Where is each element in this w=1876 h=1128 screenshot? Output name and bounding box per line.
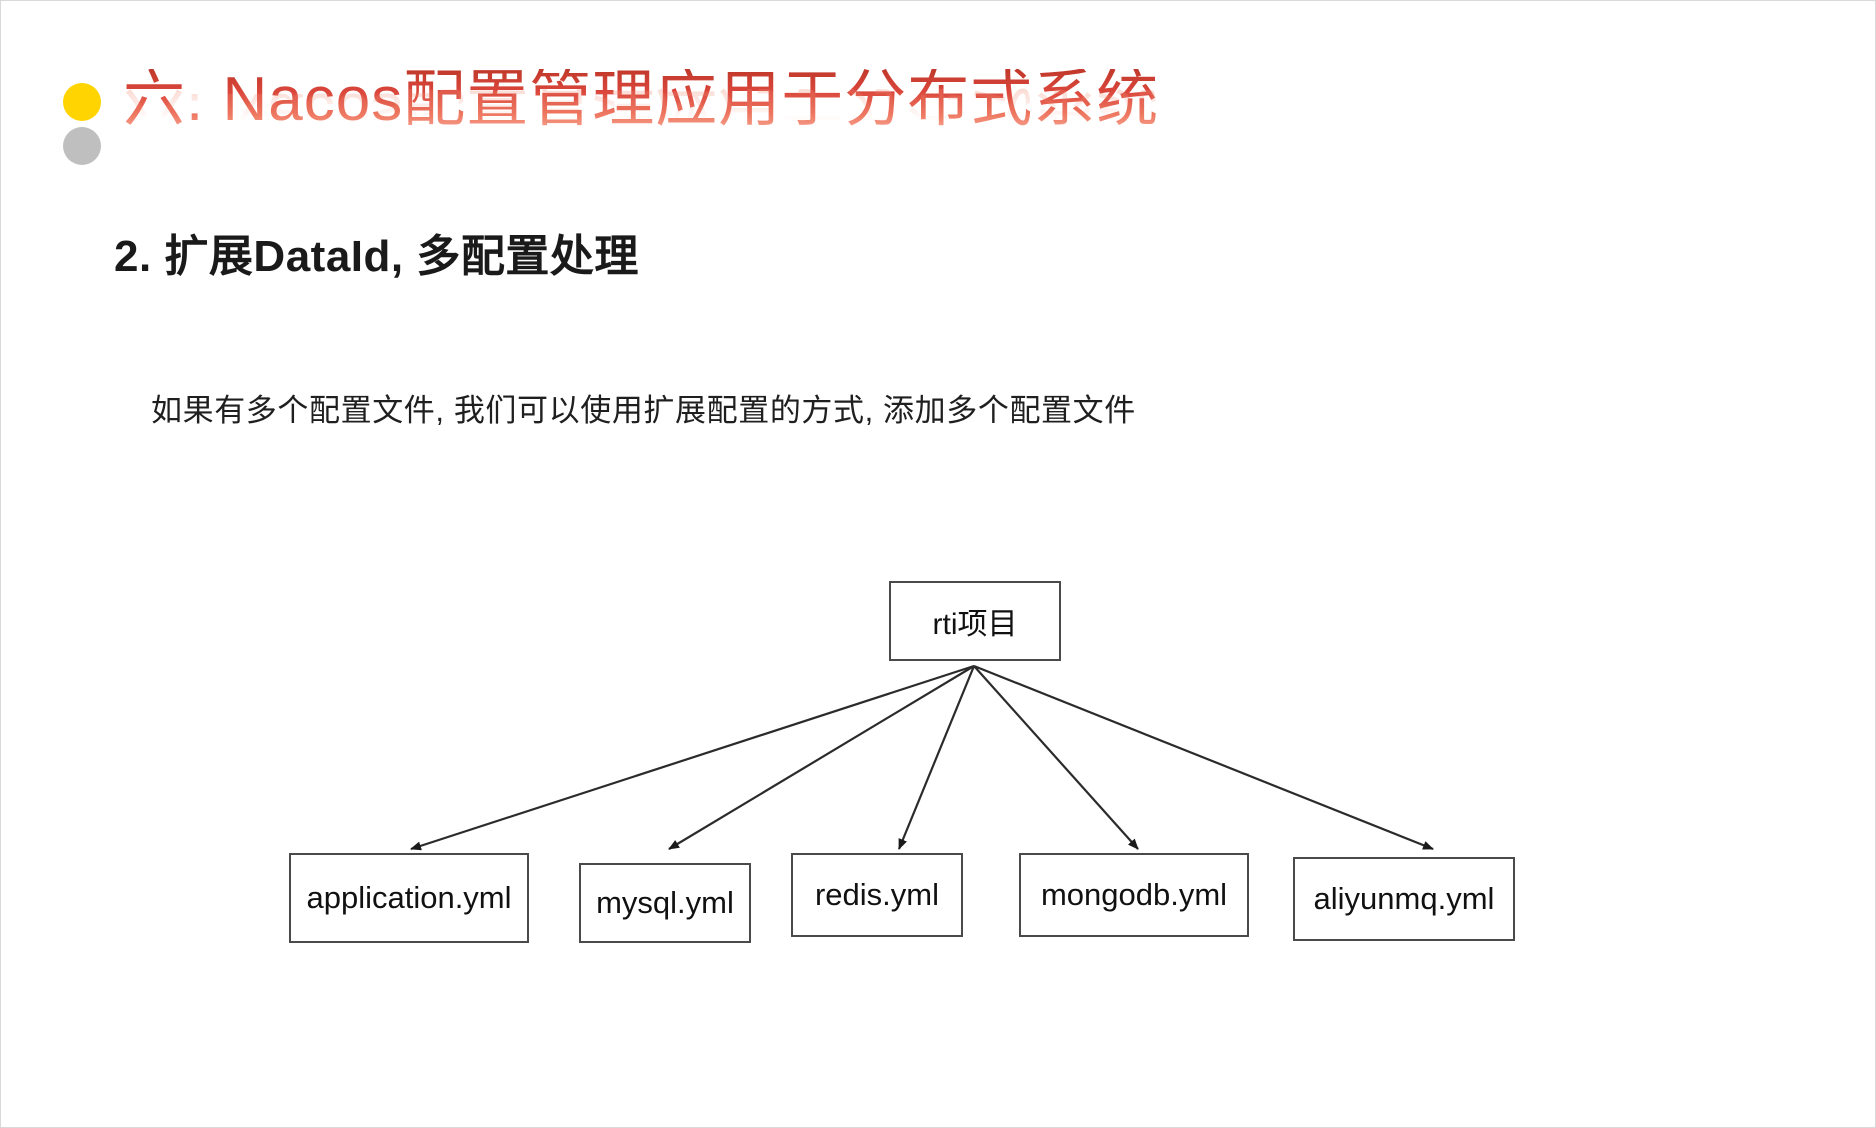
edge-to-mongodb	[973, 665, 1139, 850]
node-rti-project[interactable]: rti项目	[889, 581, 1061, 661]
node-aliyunmq-yml[interactable]: aliyunmq.yml	[1293, 857, 1515, 941]
section-heading: 2. 扩展DataId, 多配置处理	[114, 232, 639, 281]
gray-dot-icon	[63, 127, 101, 165]
edge-to-aliyunmq	[973, 664, 1434, 851]
node-aliyunmq-yml-label: aliyunmq.yml	[1313, 881, 1495, 916]
node-mysql-yml-label: mysql.yml	[596, 885, 734, 920]
node-mongodb-yml-label: mongodb.yml	[1040, 877, 1228, 912]
edge-to-mysql	[668, 665, 975, 850]
edge-to-application	[410, 664, 975, 851]
edge-to-redis	[897, 665, 976, 850]
body-paragraph: 如果有多个配置文件, 我们可以使用扩展配置的方式, 添加多个配置文件	[151, 393, 1136, 428]
node-application-yml-label: application.yml	[306, 880, 512, 915]
node-redis-yml[interactable]: redis.yml	[791, 853, 963, 937]
node-redis-yml-label: redis.yml	[814, 877, 939, 912]
node-mysql-yml[interactable]: mysql.yml	[579, 863, 751, 943]
node-rti-project-label: rti项目	[932, 608, 1018, 641]
yellow-dot-icon	[63, 83, 101, 121]
node-mongodb-yml[interactable]: mongodb.yml	[1019, 853, 1249, 937]
slide-title-block: 六. Nacos配置管理应用于分布式系统 六. Nacos配置管理应用于分布式系…	[53, 69, 1453, 189]
slide-title: 六. Nacos配置管理应用于分布式系统	[123, 65, 1160, 134]
node-application-yml[interactable]: application.yml	[289, 853, 529, 943]
